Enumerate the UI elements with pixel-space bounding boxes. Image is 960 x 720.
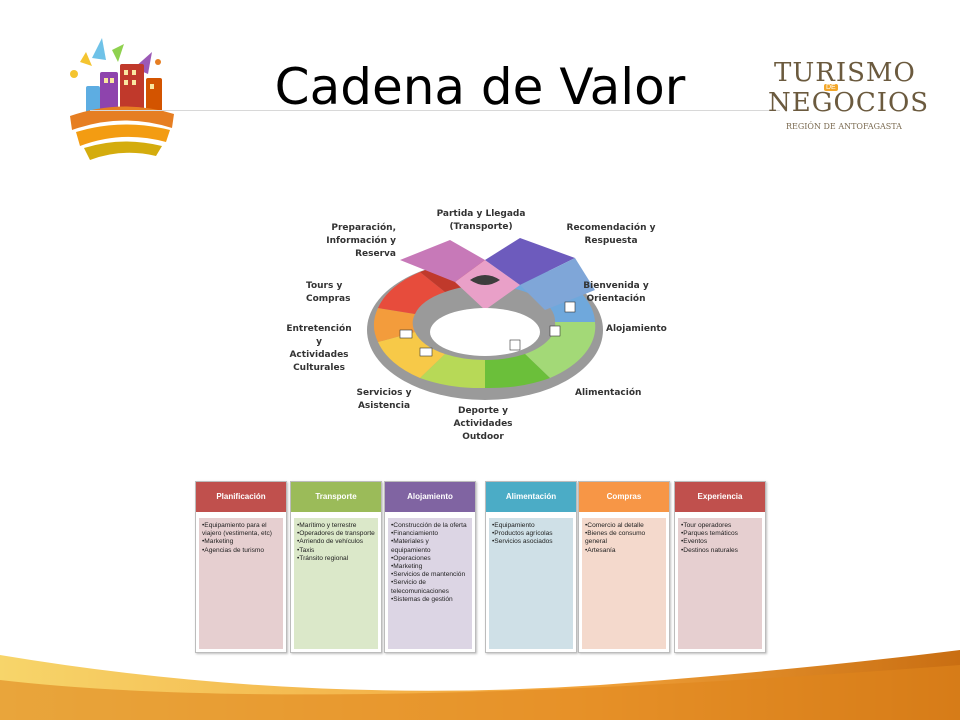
column-item: •Marketing (391, 563, 423, 571)
label-entretencion: Entretención y Actividades Culturales (286, 324, 352, 373)
column-item: •Equipamiento para el viajero (vestiment… (202, 522, 272, 538)
label-deporte: Deporte y Actividades Outdoor (453, 406, 513, 442)
label-tours-compras: Tours y Compras (306, 281, 351, 304)
brand-line1: TURISMO (774, 58, 916, 88)
category-column: Alojamiento•Construcción de la oferta•Fi… (384, 481, 476, 653)
column-item: •Servicio de telecomunicaciones (391, 579, 449, 595)
value-chain-wheel (367, 238, 603, 400)
column-item: •Arriendo de vehículos (297, 538, 364, 546)
label-servicios: Servicios y Asistencia (356, 388, 412, 411)
column-item: •Tour operadores (681, 522, 732, 529)
brand-logo: TURISMO DE NEGOCIOS REGIÓN DE ANTOFAGAST… (768, 58, 928, 138)
column-header: Alimentación (486, 482, 576, 515)
column-item: •Parques temáticos (681, 530, 738, 538)
label-alimentacion: Alimentación (575, 388, 642, 398)
festival-logo (70, 38, 174, 160)
label-preparacion: Preparación, Información y Reserva (326, 223, 396, 259)
category-column: Transporte•Marítimo y terrestre•Operador… (290, 481, 382, 653)
category-column: Planificación •Equipamiento para el viaje… (195, 481, 287, 653)
page-title: Cadena de Valor (274, 58, 686, 116)
column-item: •Sistemas de gestión (391, 595, 453, 603)
brand-de: DE (824, 84, 838, 91)
column-item: •Financiamiento (391, 530, 439, 538)
column-body: •Comercio al detalle•Bienes de consumo g… (582, 518, 666, 649)
column-body: •Construcción de la oferta•Financiamient… (388, 518, 472, 649)
column-item: •Eventos (681, 538, 708, 546)
column-item: •Marítimo y terrestre (297, 522, 357, 529)
category-column: Compras•Comercio al detalle•Bienes de co… (578, 481, 670, 653)
column-header: Experiencia (675, 482, 765, 515)
title-divider (90, 110, 780, 111)
column-item: •Tránsito regional (297, 554, 349, 562)
column-item: •Artesanía (585, 546, 616, 554)
column-item: •Comercio al detalle (585, 522, 644, 529)
column-item: •Bienes de consumo general (585, 530, 646, 546)
label-recomendacion: Recomendación y Respuesta (566, 223, 656, 246)
column-item: •Operaciones (391, 554, 431, 562)
column-item: •Materiales y equipamiento (391, 538, 431, 554)
column-item: •Taxis (297, 546, 315, 554)
footer-swoosh (0, 650, 960, 720)
column-body: •Tour operadores•Parques temáticos•Event… (678, 518, 762, 649)
column-item: •Construcción de la oferta (391, 522, 467, 529)
column-body: •Equipamiento•Productos agrícolas•Servic… (489, 518, 573, 649)
column-item: •Agencias de turismo (202, 546, 265, 554)
brand-line2: NEGOCIOS (768, 88, 930, 118)
column-item: •Destinos naturales (681, 546, 738, 554)
label-bienvenida: Bienvenida y Orientación (583, 281, 649, 304)
column-item: •Operadores de transporte (297, 530, 375, 538)
column-header: Transporte (291, 482, 381, 515)
column-header: Compras (579, 482, 669, 515)
column-item: •Servicios asociados (492, 538, 553, 546)
column-item: •Servicios de mantención (391, 571, 466, 579)
column-header: Alojamiento (385, 482, 475, 515)
column-body: •Marítimo y terrestre•Operadores de tran… (294, 518, 378, 649)
column-item: •Marketing (202, 538, 234, 546)
category-column: Experiencia•Tour operadores•Parques temá… (674, 481, 766, 653)
brand-region: REGIÓN DE ANTOFAGASTA (786, 122, 902, 131)
category-column: Alimentación•Equipamiento•Productos agrí… (485, 481, 577, 653)
column-body: •Equipamiento para el viajero (vestiment… (199, 518, 283, 649)
label-partida-llegada: Partida y Llegada (Transporte) (436, 209, 526, 232)
column-header: Planificación (196, 482, 286, 515)
column-item: •Productos agrícolas (492, 530, 553, 538)
column-item: •Equipamiento (492, 522, 535, 529)
label-alojamiento: Alojamiento (606, 324, 667, 334)
